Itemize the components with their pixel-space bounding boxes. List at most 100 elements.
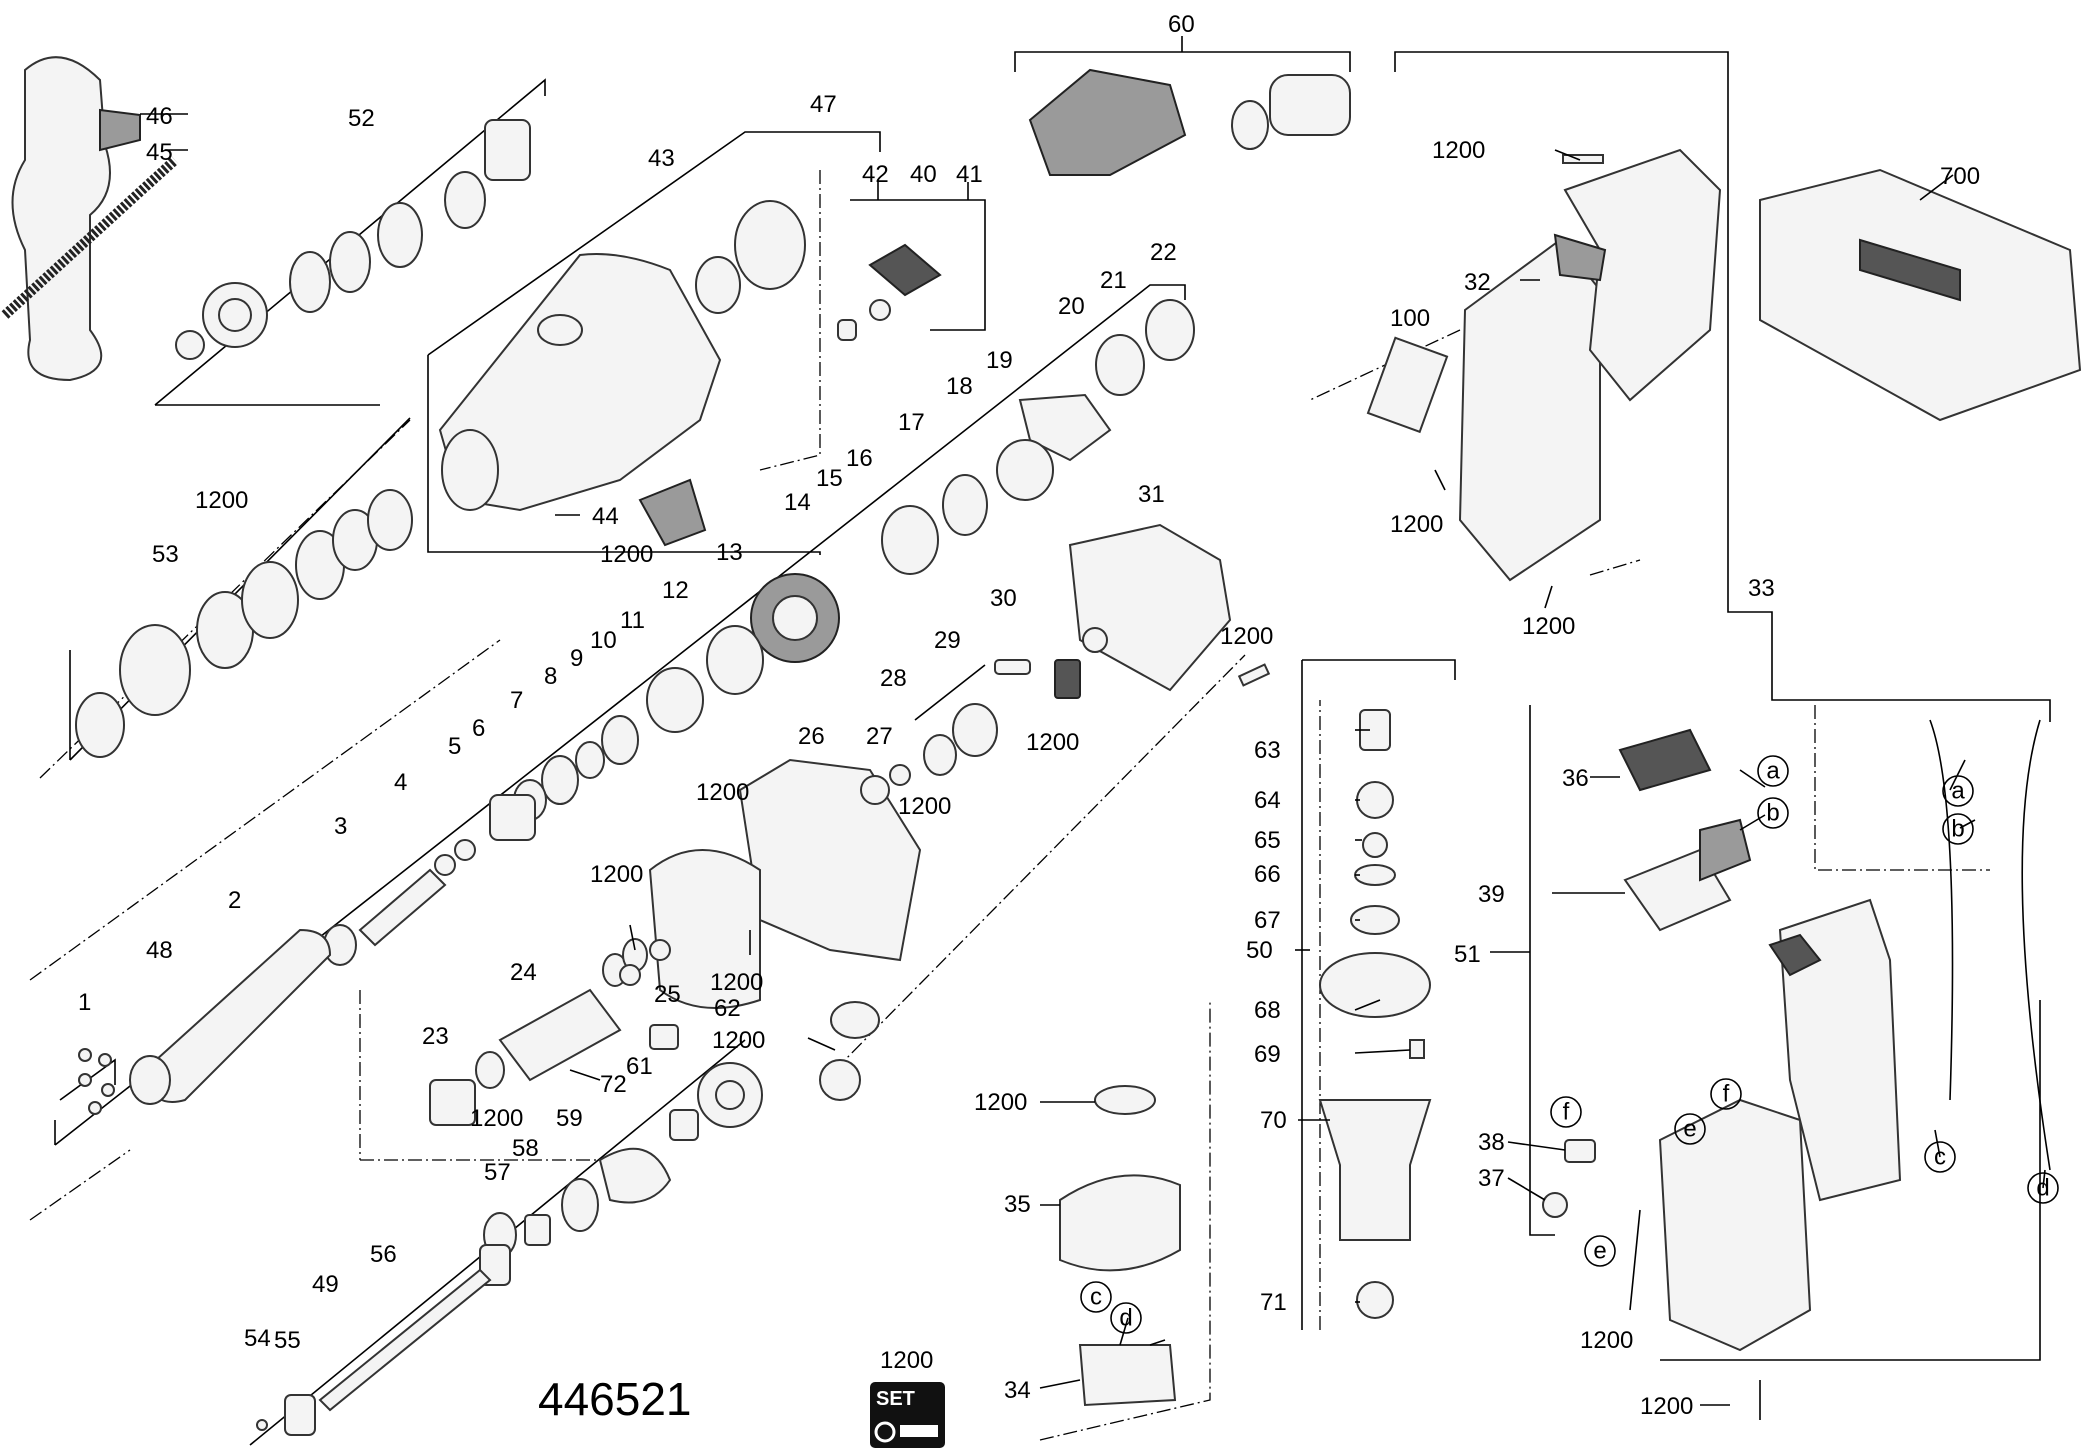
part-label: 1200 [1220,623,1273,650]
connector-letter: d [1119,1305,1132,1332]
tool-case [1759,168,2082,422]
part-label: 1200 [1640,1393,1693,1420]
part-label: 55 [274,1327,301,1354]
spindle-tube [143,928,332,1103]
part-label: 44 [592,503,619,530]
part-label: 46 [146,103,173,130]
part-label: 17 [898,409,925,436]
part-label: 19 [986,347,1013,374]
part-label: 8 [544,663,557,690]
part-label: 41 [956,161,983,188]
connector-marker [1942,813,1974,845]
connector-letter: f [1723,1081,1730,1108]
part-label: 53 [152,541,179,568]
part-label: 1200 [898,793,951,820]
part-label: 42 [862,161,889,188]
part-label: 1200 [1580,1327,1633,1354]
connector-marker [1550,1096,1582,1128]
part-shapes [1,56,2082,1436]
part-label: 35 [1004,1191,1031,1218]
part-label: 69 [1254,1041,1281,1068]
intermediate-flange [738,758,922,962]
connector-letter: b [1766,800,1779,827]
part-label: 25 [654,981,681,1008]
part-label: 51 [1454,941,1481,968]
part-label: 5 [448,733,461,760]
part-label: 1200 [600,541,653,568]
armature [1318,1099,1432,1241]
connector-marker [1080,1281,1112,1313]
part-label: 1200 [590,861,643,888]
part-label: 64 [1254,787,1281,814]
part-number-labels: 46 45 52 47 43 42 40 41 60 1200 700 32 1… [78,11,1980,1420]
keyless-chuck [1028,68,1187,176]
part-label: 45 [146,139,173,166]
part-label: 61 [626,1053,653,1080]
part-label: 39 [1478,881,1505,908]
fan-guide [1059,1174,1181,1272]
connector-marker [1710,1078,1742,1110]
part-label: 10 [590,627,617,654]
part-label: 1200 [1026,729,1079,756]
part-label: 31 [1138,481,1165,508]
part-label: 24 [510,959,537,986]
part-label: 32 [1464,269,1491,296]
part-label: 59 [556,1105,583,1132]
side-handle [11,56,111,382]
connector-marker [1757,797,1789,829]
part-label: 1200 [470,1105,523,1132]
connector-letter: f [1563,1099,1570,1126]
part-label: 36 [1562,765,1589,792]
connector-letter: a [1766,758,1780,785]
part-label: 60 [1168,11,1195,38]
part-label: 23 [422,1023,449,1050]
connector-marker [1757,755,1789,787]
connector-marker [1924,1141,1956,1173]
part-label: 7 [510,687,523,714]
part-label: 21 [1100,267,1127,294]
part-label: 63 [1254,737,1281,764]
part-label: 14 [784,489,811,516]
connector-letter: d [2036,1175,2049,1202]
part-label: 1 [78,989,91,1016]
part-label: 33 [1748,575,1775,602]
part-label: 57 [484,1159,511,1186]
connector-marker [2027,1172,2059,1204]
set-badge: 1200 SET [870,1347,945,1448]
part-label: 28 [880,665,907,692]
connector-letter: c [1934,1144,1946,1171]
part-label: 62 [714,995,741,1022]
part-label: 70 [1260,1107,1287,1134]
part-label: 1200 [1522,613,1575,640]
part-label: 30 [990,585,1017,612]
part-label: 71 [1260,1289,1287,1316]
part-label: 1200 [1390,511,1443,538]
part-label: 9 [570,645,583,672]
connector-letter: b [1951,816,1964,843]
part-label: 100 [1390,305,1430,332]
part-label: 1200 [195,487,248,514]
gear-housing [438,253,722,512]
part-label: 18 [946,373,973,400]
part-label: 49 [312,1271,339,1298]
part-label: 4 [394,769,407,796]
connector-letter: a [1951,778,1965,805]
part-label: 34 [1004,1377,1031,1404]
part-label: 20 [1058,293,1085,320]
group-brackets [29,36,2051,1446]
part-label: 67 [1254,907,1281,934]
set-badge-text: SET [876,1388,915,1410]
part-label: 29 [934,627,961,654]
part-label: 65 [1254,827,1281,854]
part-label: 1200 [696,779,749,806]
part-label: 48 [146,937,173,964]
part-label: 47 [810,91,837,118]
circled-connection-letters: a b a b c d f f e e c d [1080,755,2059,1334]
part-label: 1200 [712,1027,765,1054]
part-label: 12 [662,577,689,604]
part-label: 27 [866,723,893,750]
part-label: 40 [910,161,937,188]
part-label: 68 [1254,997,1281,1024]
part-label: 26 [798,723,825,750]
